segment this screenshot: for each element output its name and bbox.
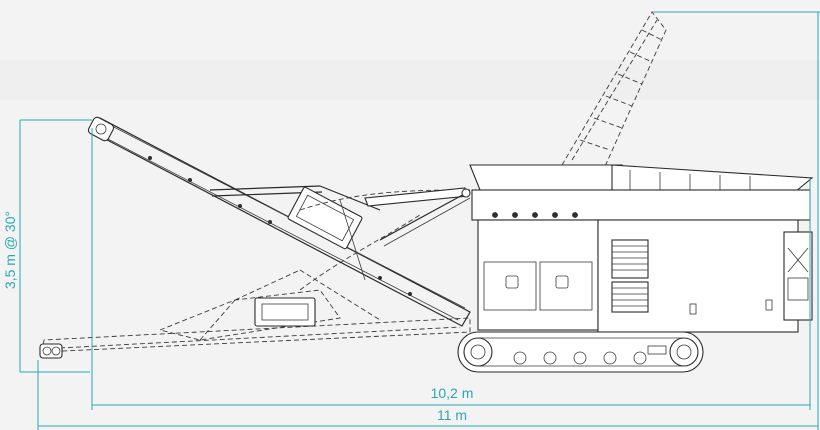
conveyor-length-label: 10,2 m (431, 385, 474, 401)
dimension-lines (19, 11, 820, 430)
height-dimension-label: 3,5 m @ 30° (2, 211, 18, 289)
main-body (469, 164, 814, 333)
background-band (0, 60, 820, 100)
total-length-label: 11 m (437, 407, 467, 423)
crawler-tracks (457, 331, 704, 373)
lower-conveyor (39, 269, 471, 359)
discharge-conveyor (87, 116, 471, 327)
hydraulic-arm (364, 187, 471, 247)
